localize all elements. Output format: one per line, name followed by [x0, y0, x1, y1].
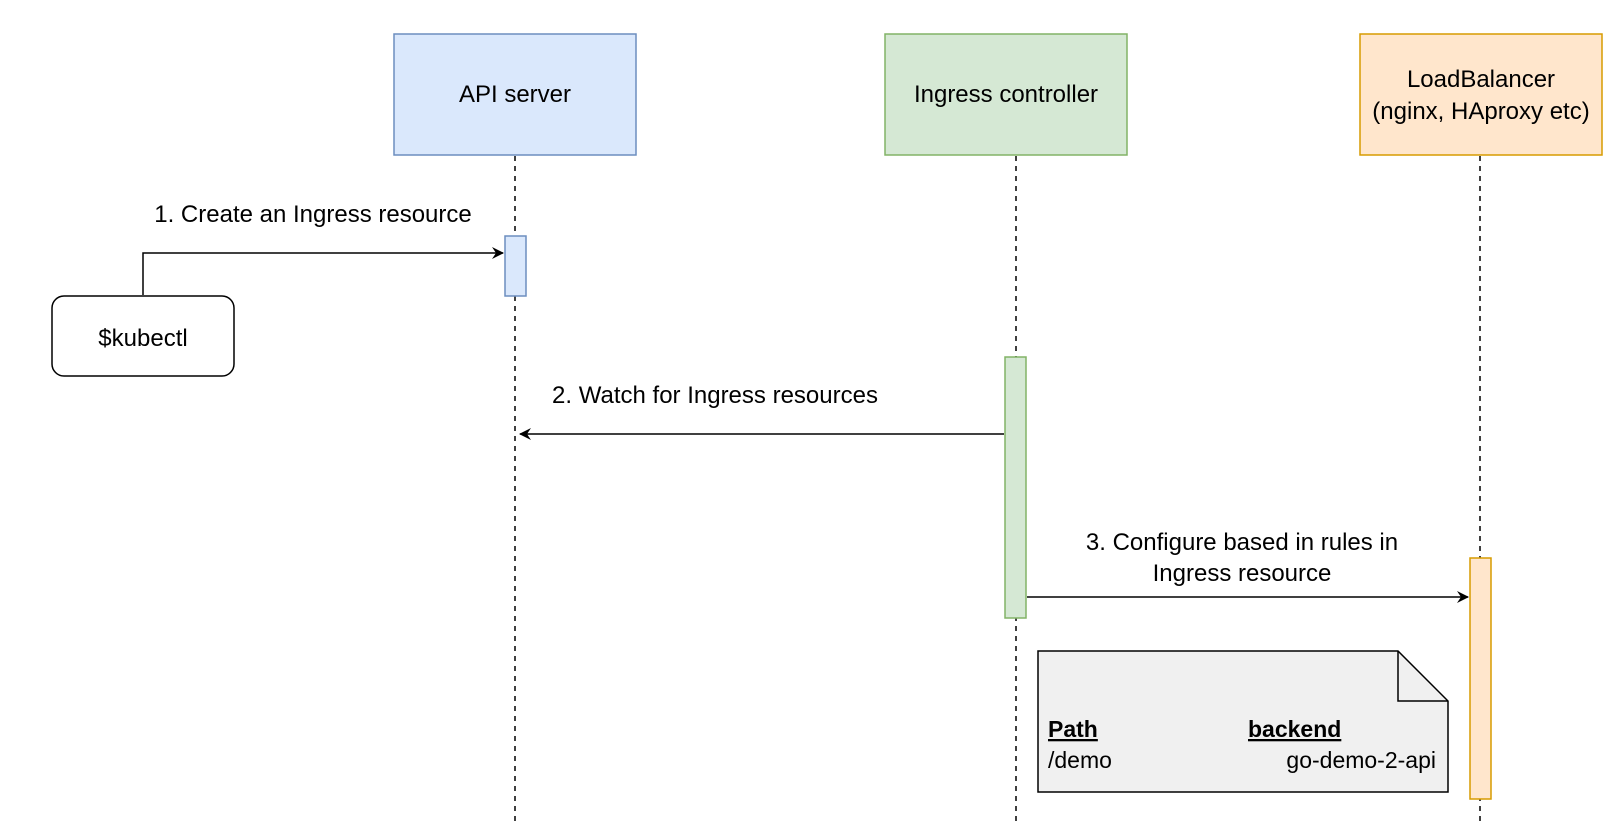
activation-ingress-controller	[1004, 356, 1027, 619]
note-header-backend: backend	[1248, 716, 1341, 742]
routing-rules-note[interactable]: Path backend /demo go-demo-2-api	[1037, 650, 1449, 793]
message-step-1-arrow	[142, 247, 504, 295]
participant-load-balancer[interactable]: LoadBalancer (nginx, HAproxy etc)	[1359, 33, 1603, 156]
note-row-backend: go-demo-2-api	[1286, 747, 1436, 773]
message-step-1-label: 1. Create an Ingress resource	[154, 201, 472, 228]
participant-ingress-controller-label: Ingress controller	[914, 81, 1098, 108]
participant-ingress-controller-box	[884, 33, 1128, 156]
participant-load-balancer-label-line1: LoadBalancer	[1407, 66, 1555, 93]
activation-api-server	[504, 235, 527, 297]
message-step-3: 3. Configure based in rules in Ingress r…	[1027, 529, 1469, 603]
actor-kubectl-label: $kubectl	[98, 325, 187, 352]
note-header-path: Path	[1048, 716, 1098, 742]
message-step-3-label-line2: Ingress resource	[1153, 560, 1332, 587]
participant-load-balancer-box	[1359, 33, 1603, 156]
message-step-3-label-line1: 3. Configure based in rules in	[1086, 529, 1398, 556]
routing-rules-note-shape	[1037, 650, 1449, 793]
note-row-path: /demo	[1048, 747, 1112, 773]
participant-api-server[interactable]: API server	[393, 33, 637, 156]
message-step-2: 2. Watch for Ingress resources	[519, 382, 1004, 440]
message-step-2-label: 2. Watch for Ingress resources	[552, 382, 878, 409]
actor-kubectl[interactable]: $kubectl	[51, 295, 235, 377]
note-fold-icon	[1397, 651, 1448, 702]
participant-load-balancer-label-line2: (nginx, HAproxy etc)	[1372, 98, 1589, 125]
activation-load-balancer	[1469, 557, 1492, 800]
actor-kubectl-box	[51, 295, 235, 377]
message-step-1: 1. Create an Ingress resource	[142, 201, 504, 295]
participant-api-server-label: API server	[459, 81, 571, 108]
participant-api-server-box	[393, 33, 637, 156]
participant-ingress-controller[interactable]: Ingress controller	[884, 33, 1128, 156]
